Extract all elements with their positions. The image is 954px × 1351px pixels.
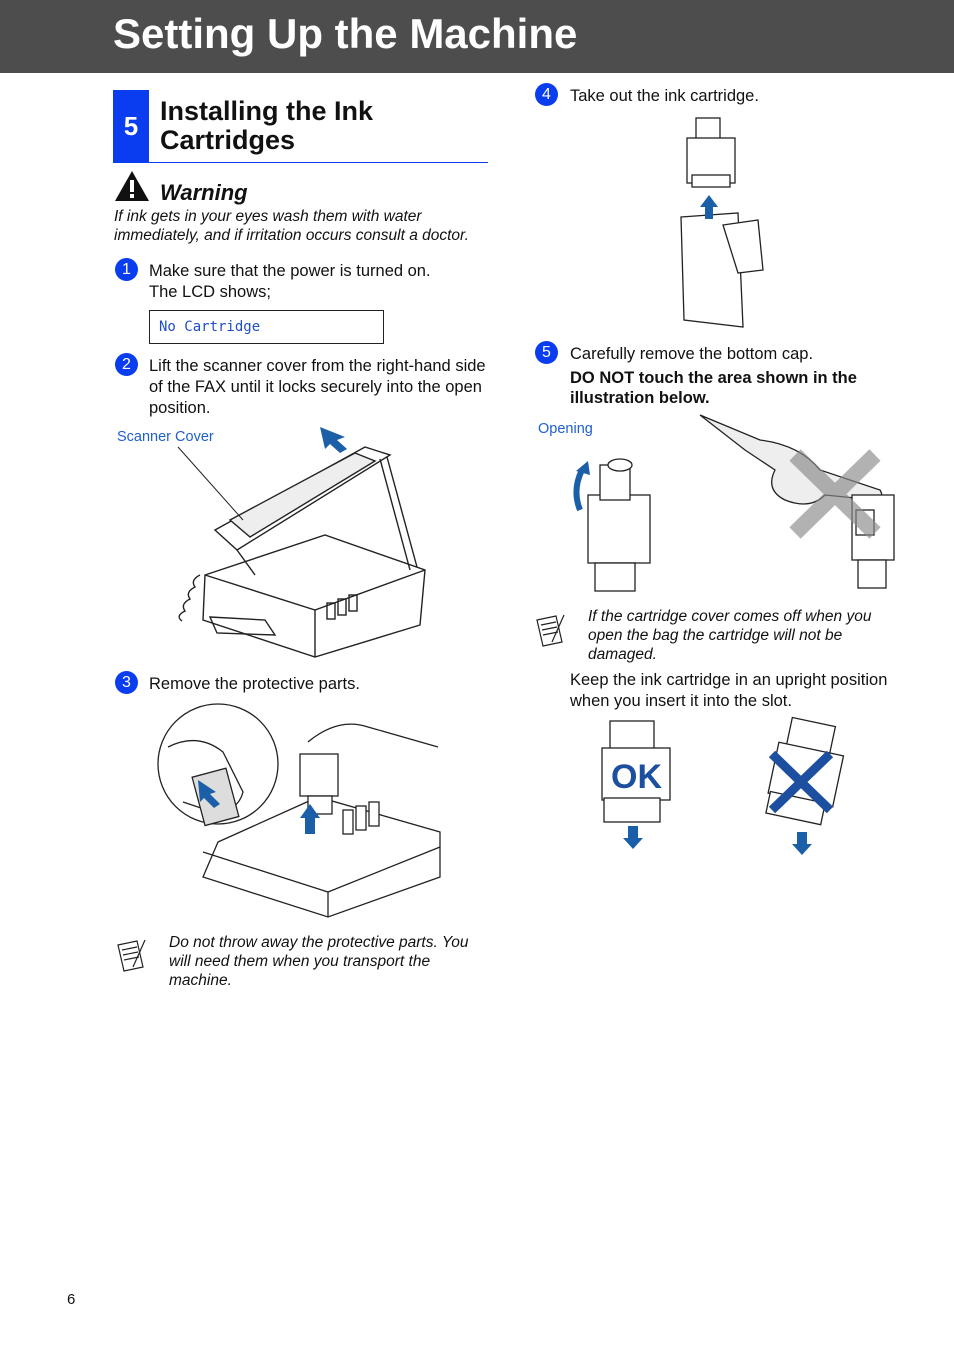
header-banner bbox=[0, 0, 954, 73]
ok-cartridge-illustration bbox=[601, 720, 671, 849]
warning-text: If ink gets in your eyes wash them with … bbox=[114, 208, 469, 244]
page-number: 6 bbox=[67, 1291, 76, 1308]
step-2-text: Lift the scanner cover from the right-ha… bbox=[149, 357, 486, 417]
upright-instruction: Keep the ink cartridge in an upright pos… bbox=[570, 671, 888, 710]
bottom-cap-illustration bbox=[573, 414, 895, 592]
warning-title: Warning bbox=[160, 180, 248, 205]
step-4-text: Take out the ink cartridge. bbox=[570, 87, 759, 105]
opening-label: Opening bbox=[538, 421, 593, 437]
step-5-badge: 5 bbox=[535, 341, 558, 364]
cartridge-note: If the cartridge cover comes off when yo… bbox=[588, 608, 872, 663]
section-number: 5 bbox=[113, 90, 149, 163]
step-2-badge: 2 bbox=[115, 353, 138, 376]
lcd-display: No Cartridge bbox=[149, 310, 384, 344]
note-icon bbox=[117, 939, 146, 972]
step-3-text: Remove the protective parts. bbox=[149, 675, 360, 693]
lcd-text: No Cartridge bbox=[159, 319, 261, 335]
step-3-badge: 3 bbox=[115, 671, 138, 694]
cartridge-bag-illustration bbox=[680, 117, 764, 328]
scanner-cover-label: Scanner Cover bbox=[117, 429, 214, 445]
tilted-cartridge-illustration bbox=[765, 716, 845, 855]
protective-parts-illustration bbox=[157, 703, 441, 918]
step-1-line-1: Make sure that the power is turned on. bbox=[149, 262, 431, 280]
step-1-badge: 1 bbox=[115, 258, 138, 281]
step-1-text: Make sure that the power is turned on. T… bbox=[149, 261, 479, 303]
page-title: Setting Up the Machine bbox=[113, 10, 578, 57]
note-icon bbox=[536, 614, 565, 647]
scanner-illustration bbox=[177, 427, 426, 658]
warning-icon bbox=[115, 171, 149, 201]
protective-parts-note: Do not throw away the protective parts. … bbox=[169, 934, 469, 989]
ok-label: OK bbox=[611, 758, 662, 796]
section-rule bbox=[149, 162, 488, 163]
step-5-text: Carefully remove the bottom cap. bbox=[570, 345, 814, 363]
step-5-warning: DO NOT touch the area shown in the illus… bbox=[570, 369, 857, 407]
step-4-badge: 4 bbox=[535, 83, 558, 106]
section-title: Installing the Ink Cartridges bbox=[160, 96, 374, 155]
step-1-line-2: The LCD shows; bbox=[149, 283, 271, 301]
